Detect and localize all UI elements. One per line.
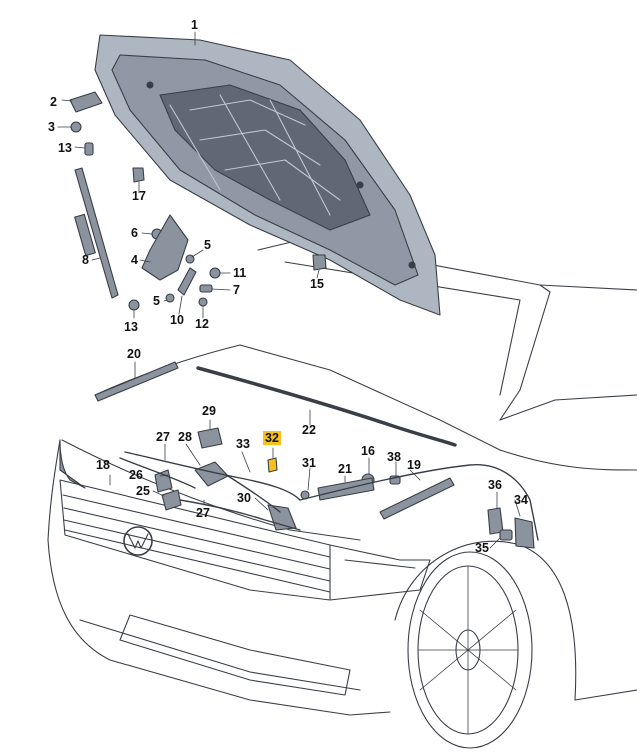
callout-10: 10 <box>170 313 184 327</box>
part-22-seal <box>196 366 457 447</box>
callout-21: 21 <box>338 462 352 476</box>
front-upper-edge <box>47 439 61 541</box>
part-10 <box>177 267 197 296</box>
callout-20: 20 <box>127 347 141 361</box>
callout-6: 6 <box>131 226 138 240</box>
engine-bay-parts <box>59 361 535 549</box>
fender-side <box>499 449 637 471</box>
part-13b <box>128 299 140 311</box>
fender-top <box>499 394 637 421</box>
part-29 <box>197 427 223 449</box>
callout-13a: 13 <box>58 141 72 155</box>
callout-15: 15 <box>310 277 324 291</box>
callout-19: 19 <box>407 458 421 472</box>
part-19 <box>379 477 455 520</box>
callout-13b: 13 <box>124 320 138 334</box>
front-wheel <box>407 551 533 749</box>
part-26 <box>154 469 173 493</box>
part-12 <box>198 297 208 307</box>
callout-1: 1 <box>191 18 198 32</box>
front-bumper-outline <box>47 539 391 716</box>
callout-26: 26 <box>129 468 143 482</box>
part-18-seal <box>59 439 86 489</box>
grille-outline <box>59 479 331 601</box>
callout-28: 28 <box>178 430 192 444</box>
callout-4: 4 <box>131 253 138 267</box>
callout-31: 31 <box>302 456 316 470</box>
callout-27a: 27 <box>156 430 170 444</box>
leader-lines <box>57 31 521 549</box>
part-20-seal <box>94 361 179 402</box>
headlight <box>329 544 431 601</box>
part-15 <box>312 254 327 271</box>
a-pillar <box>539 284 637 291</box>
callout-25: 25 <box>136 484 150 498</box>
callout-11: 11 <box>233 266 247 280</box>
part-4-hinge <box>141 214 189 281</box>
part-34 <box>514 517 535 549</box>
callout-35: 35 <box>475 541 489 555</box>
callout-8: 8 <box>82 253 89 267</box>
hood-inner-ribs <box>159 84 371 231</box>
callout-12: 12 <box>195 317 209 331</box>
part-32 <box>267 457 278 473</box>
callout-5a: 5 <box>204 238 211 252</box>
part-13a <box>84 142 94 156</box>
part-2 <box>69 91 103 113</box>
engine-bay-lower <box>61 439 361 541</box>
callout-30: 30 <box>237 491 251 505</box>
callout-38: 38 <box>387 450 401 464</box>
release-cables <box>119 451 539 541</box>
part-17 <box>132 167 145 183</box>
hinge-parts <box>69 91 327 311</box>
part-3 <box>70 121 82 133</box>
callout-2: 2 <box>50 95 57 109</box>
callout-34: 34 <box>514 493 528 507</box>
part-7 <box>199 284 213 293</box>
part-35 <box>499 529 513 541</box>
callout-7: 7 <box>233 283 240 297</box>
bumper-intake <box>119 614 351 696</box>
part-5b <box>165 293 175 303</box>
part-11 <box>209 267 221 279</box>
callout-17: 17 <box>132 189 146 203</box>
callout-33: 33 <box>236 437 250 451</box>
part-8-strut <box>74 167 119 299</box>
wheel-arch <box>394 540 577 701</box>
part-25 <box>161 489 182 511</box>
callout-16: 16 <box>361 444 375 458</box>
callout-5b: 5 <box>153 294 160 308</box>
hood-panel <box>94 34 441 316</box>
part-30 <box>267 504 297 531</box>
callout-22: 22 <box>302 423 316 437</box>
callout-3: 3 <box>48 120 55 134</box>
callout-18: 18 <box>96 458 110 472</box>
callout-29: 29 <box>202 404 216 418</box>
vw-badge <box>123 526 153 556</box>
callout-36: 36 <box>488 478 502 492</box>
bumper-lower <box>79 619 361 691</box>
callout-32-highlighted: 32 <box>263 431 281 445</box>
callout-27b: 27 <box>196 506 210 520</box>
